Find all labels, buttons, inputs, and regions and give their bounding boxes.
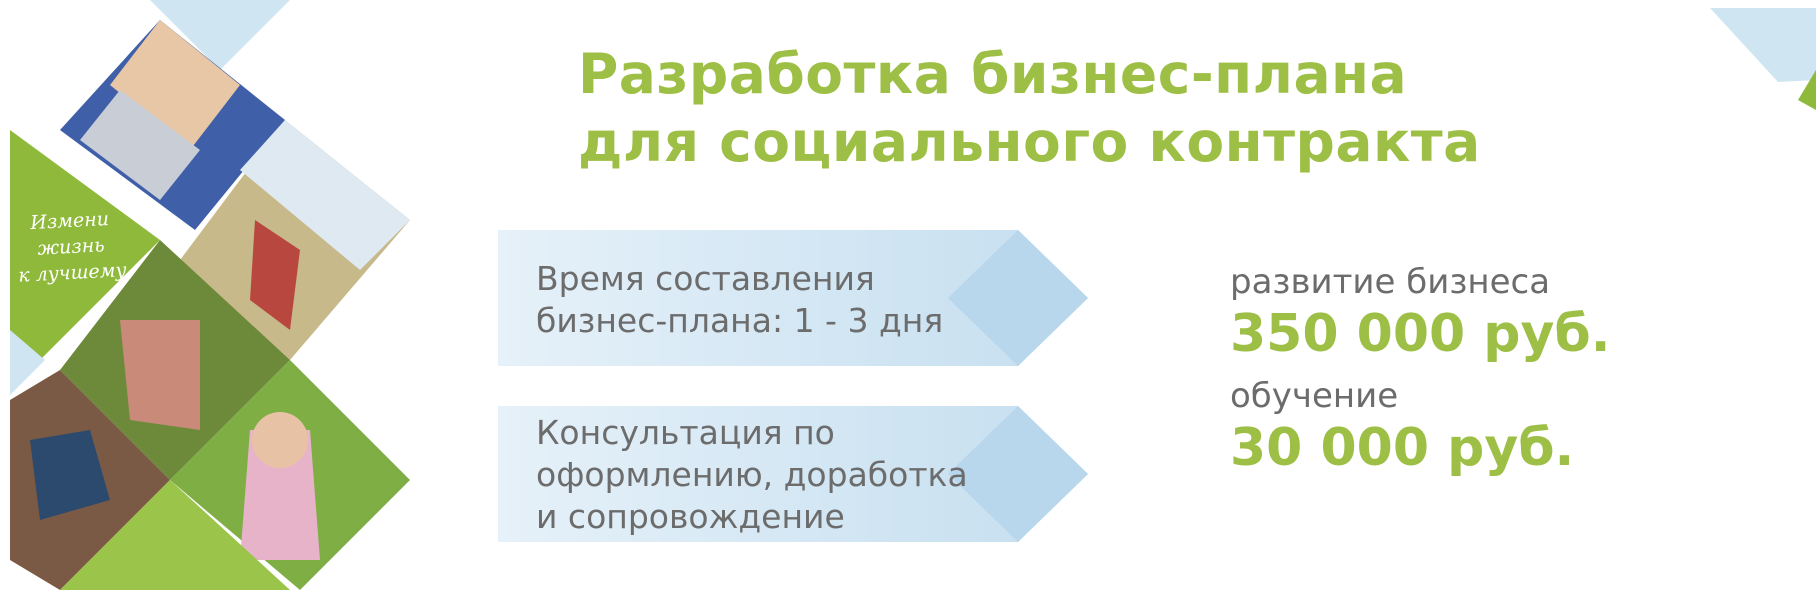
info-line: Время составления [536,259,875,298]
collage-tile-green-bottom [60,480,290,590]
price-value-business: 350 000 руб. [1230,304,1611,364]
info-text: Консультация по оформлению, доработка и … [536,412,968,538]
price-label-business: развитие бизнеса [1230,262,1551,302]
corner-decoration [1710,8,1816,110]
price-list: развитие бизнеса 350 000 руб. обучение 3… [1230,262,1730,480]
info-box-timing: Время составления бизнес-плана: 1 - 3 дн… [498,228,1098,368]
info-box-consulting: Консультация по оформлению, доработка и … [498,404,1098,544]
collage-tile-blue-top [150,0,290,70]
info-text: Время составления бизнес-плана: 1 - 3 дн… [536,258,943,342]
collage-tile-green-slogan [10,130,160,360]
info-line: и сопровождение [536,497,845,536]
info-line: бизнес-плана: 1 - 3 дня [536,301,944,340]
info-line: оформлению, доработка [536,455,968,494]
collage-tile-blue-left [10,330,45,395]
info-line: Консультация по [536,413,835,452]
price-label-training: обучение [1230,376,1399,416]
price-value-training: 30 000 руб. [1230,418,1575,478]
page-title: Разработка бизнес-плана для социального … [578,40,1481,176]
photo-collage [10,0,410,590]
collage-slogan: Измени жизнь к лучшему [14,205,128,289]
info-box-arrow-shape [498,406,1088,542]
title-line-2: для социального контракта [578,110,1481,174]
title-line-1: Разработка бизнес-плана [578,42,1408,106]
info-box-arrow-shape [498,230,1088,366]
